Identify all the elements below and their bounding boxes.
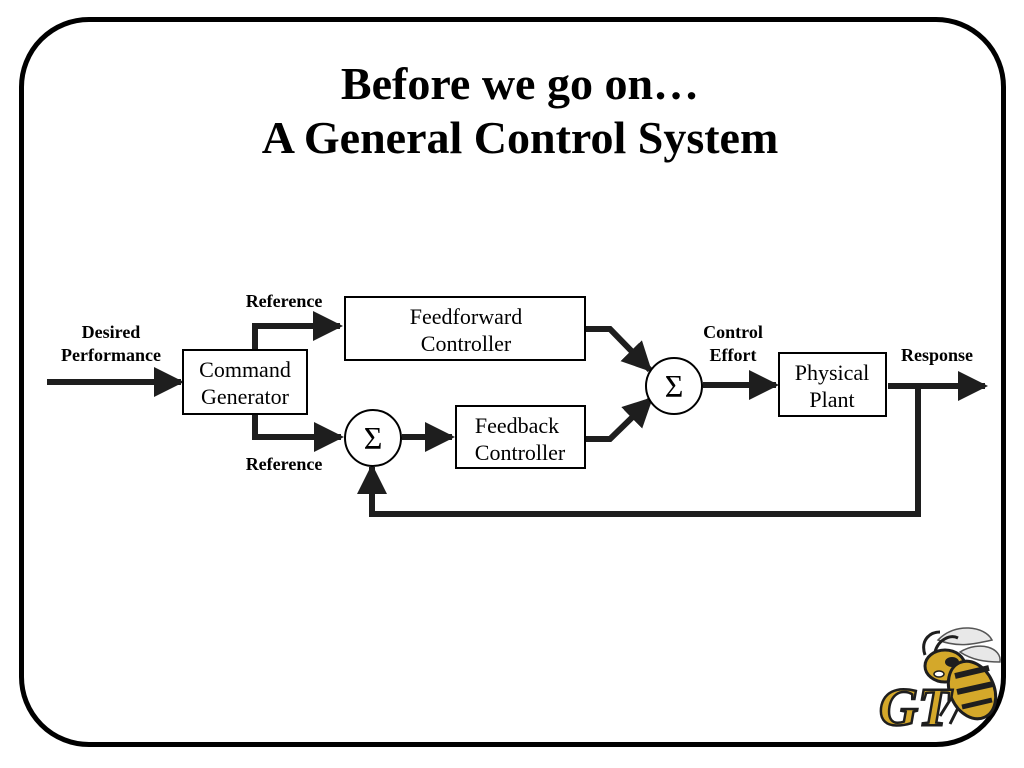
feedforward-controller-block: Feedforward Controller	[344, 296, 586, 361]
physical-plant-label-line-2: Plant	[809, 387, 854, 412]
summing-junction-feedback: Σ	[344, 409, 402, 467]
physical-plant-label-line-1: Physical	[795, 360, 870, 385]
response-label: Response	[901, 345, 973, 365]
slide-frame	[19, 17, 1006, 747]
feedback-controller-block: Feedback Controller	[455, 405, 586, 469]
physical-plant-block: Physical Plant	[778, 352, 887, 417]
slide-title-line-1: Before we go on…	[340, 58, 700, 109]
desired-performance-label-line-2: Performance	[61, 345, 161, 365]
sigma-symbol: Σ	[364, 420, 383, 456]
summing-junction-output: Σ	[645, 357, 703, 415]
sigma-symbol: Σ	[665, 368, 684, 404]
feedback-output-arrow	[586, 396, 654, 442]
slide-title-line-2: A General Control System	[261, 112, 779, 163]
feedforward-controller-label-line-2: Controller	[421, 331, 512, 356]
command-generator-block: Command Generator	[182, 349, 308, 415]
feedback-controller-label-line-2: Controller	[475, 440, 566, 465]
yellow-jacket-logo-icon	[922, 627, 1001, 725]
feedforward-controller-label-line-1: Feedforward	[410, 304, 522, 329]
desired-performance-label-line-1: Desired	[82, 322, 141, 342]
control-effort-label-line-1: Control	[703, 322, 763, 342]
feedback-controller-label-line-1: Feedback	[475, 413, 559, 438]
command-generator-label-line-1: Command	[199, 357, 291, 382]
reference-label-top: Reference	[246, 291, 323, 311]
control-effort-label-line-2: Effort	[710, 345, 757, 365]
command-generator-label-line-2: Generator	[201, 384, 290, 409]
gt-logo-text: GT	[879, 677, 953, 737]
reference-arrow-bottom	[252, 414, 344, 452]
reference-arrow-top	[252, 311, 343, 350]
feedforward-output-arrow	[586, 326, 653, 373]
reference-label-bottom: Reference	[246, 454, 323, 474]
feedback-loop-arrow	[357, 386, 921, 517]
